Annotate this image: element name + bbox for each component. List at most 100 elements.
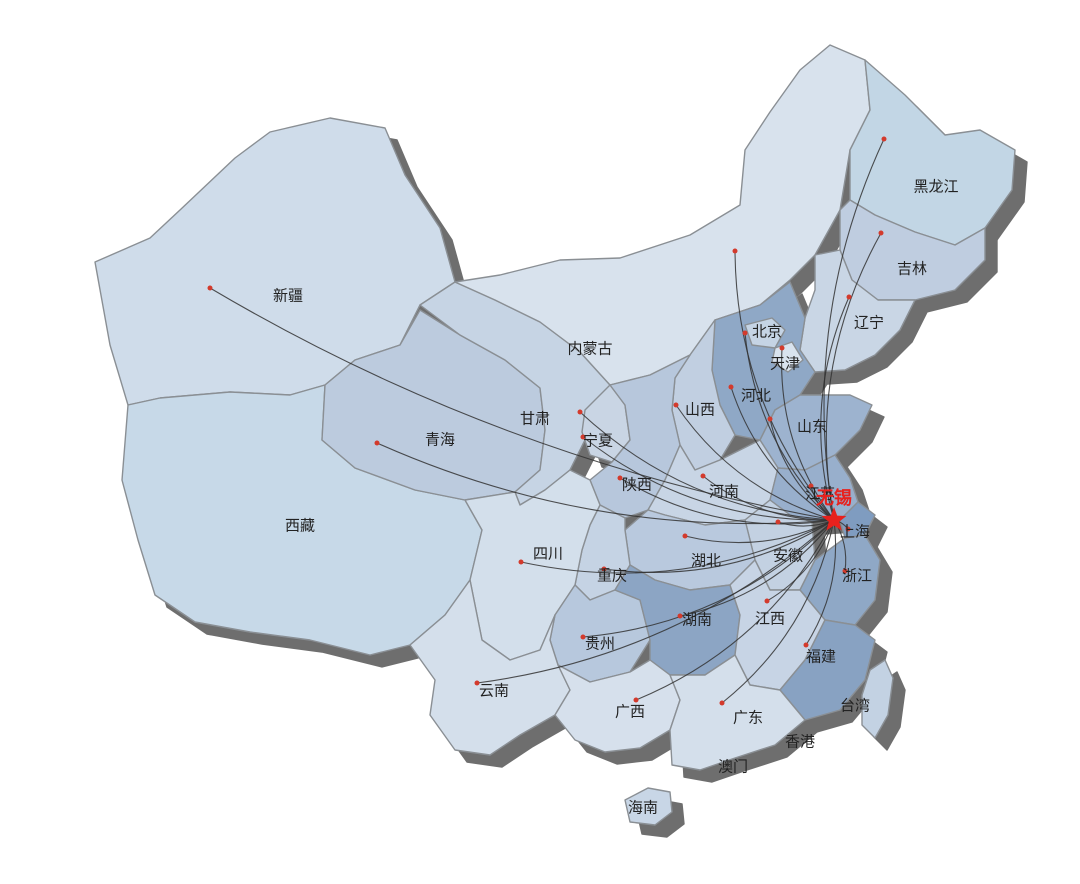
- province-label-xianggang: 香港: [785, 733, 815, 751]
- province-label-beijing: 北京: [752, 323, 782, 341]
- origin-dots: [207, 136, 887, 706]
- origin-dot-yunnan[interactable]: [474, 680, 480, 686]
- origin-dot-qinghai[interactable]: [374, 440, 380, 446]
- route-line-guizhou: [582, 519, 835, 638]
- province-label-aomen: 澳门: [718, 758, 748, 776]
- origin-dot-xinjiang[interactable]: [207, 285, 213, 291]
- origin-dot-hunan[interactable]: [677, 613, 683, 619]
- province-label-gansu: 甘肃: [520, 410, 550, 428]
- route-line-tianjin: [781, 347, 835, 521]
- route-line-liaoning: [820, 296, 850, 521]
- route-line-guangdong: [721, 519, 835, 704]
- province-label-taiwan: 台湾: [840, 697, 870, 715]
- origin-dot-guangxi[interactable]: [633, 697, 639, 703]
- hub-label: 无锡: [816, 487, 852, 509]
- hub-star-icon: [821, 507, 847, 531]
- province-label-guangxi: 广西: [615, 703, 645, 721]
- route-line-hunan: [679, 519, 835, 617]
- origin-dot-hubei[interactable]: [682, 533, 688, 539]
- province-label-jiangsu: 江苏: [805, 485, 835, 503]
- province-hainan[interactable]: [624, 787, 673, 826]
- route-line-yunnan: [476, 519, 835, 684]
- origin-dot-shaanxi[interactable]: [617, 475, 623, 481]
- route-line-jiangxi: [766, 519, 835, 602]
- route-line-henan: [702, 475, 835, 521]
- origin-dot-henan[interactable]: [700, 473, 706, 479]
- province-label-shaanxi: 陕西: [622, 476, 652, 494]
- province-fujian[interactable]: [779, 619, 876, 721]
- origin-dot-ningxia[interactable]: [580, 434, 586, 440]
- origin-dot-guizhou[interactable]: [580, 634, 586, 640]
- province-label-shandong: 山东: [797, 418, 827, 436]
- province-label-shanghai: 上海: [840, 523, 870, 541]
- province-liaoning[interactable]: [799, 249, 916, 373]
- route-line-beijing: [744, 332, 835, 521]
- province-label-zhejiang: 浙江: [842, 567, 872, 585]
- province-label-jilin: 吉林: [897, 260, 927, 278]
- province-label-guizhou: 贵州: [585, 635, 615, 653]
- province-label-guangdong: 广东: [733, 709, 763, 727]
- origin-dot-shanghai[interactable]: [845, 526, 851, 532]
- province-label-jiangxi: 江西: [755, 610, 785, 628]
- origin-dot-jiangxi[interactable]: [764, 598, 770, 604]
- origin-dot-sichuan[interactable]: [518, 559, 524, 565]
- origin-dot-shandong[interactable]: [767, 416, 773, 422]
- origin-dot-zhejiang[interactable]: [842, 568, 848, 574]
- origin-dot-fujian[interactable]: [803, 642, 809, 648]
- origin-dot-guangdong[interactable]: [719, 700, 725, 706]
- province-label-hainan: 海南: [628, 799, 658, 817]
- province-label-shanxi: 山西: [685, 401, 715, 419]
- route-line-neimenggu: [734, 250, 835, 521]
- province-layer: [94, 44, 1016, 826]
- province-label-xizang: 西藏: [285, 517, 315, 535]
- province-label-neimenggu: 内蒙古: [567, 340, 612, 358]
- route-line-hubei: [684, 519, 835, 544]
- origin-dot-jilin[interactable]: [878, 230, 884, 236]
- origin-dot-jiangsu[interactable]: [808, 483, 814, 489]
- route-line-shaanxi: [619, 477, 835, 525]
- route-line-gansu: [579, 411, 835, 521]
- origin-dot-tianjin[interactable]: [779, 345, 785, 351]
- route-line-fujian: [805, 519, 837, 646]
- route-line-shanxi: [675, 404, 835, 521]
- province-label-tianjin: 天津: [770, 355, 800, 373]
- province-label-anhui: 安徽: [773, 547, 803, 565]
- province-label-hebei: 河北: [741, 387, 771, 405]
- province-guangdong[interactable]: [669, 654, 806, 771]
- route-line-ningxia: [582, 436, 835, 521]
- province-label-fujian: 福建: [806, 648, 836, 666]
- route-line-xinjiang: [209, 287, 835, 521]
- origin-dot-hebei[interactable]: [728, 384, 734, 390]
- province-label-ningxia: 宁夏: [583, 432, 613, 450]
- province-label-liaoning: 辽宁: [854, 314, 884, 332]
- origin-dot-shanxi[interactable]: [673, 402, 679, 408]
- province-label-hubei: 湖北: [691, 552, 721, 570]
- province-guizhou[interactable]: [549, 584, 651, 683]
- route-layer: [209, 138, 885, 704]
- route-line-chongqing: [603, 519, 835, 573]
- province-label-hunan: 湖南: [682, 611, 712, 629]
- province-beijing[interactable]: [744, 317, 786, 349]
- route-line-sichuan: [520, 519, 835, 574]
- route-line-guangxi: [635, 519, 835, 701]
- origin-dot-beijing[interactable]: [742, 330, 748, 336]
- province-label-sichuan: 四川: [533, 545, 563, 563]
- province-label-qinghai: 青海: [425, 431, 455, 449]
- province-labels: 新疆西藏青海甘肃内蒙古黑龙江吉林辽宁北京天津河北山西山东宁夏陕西河南江苏上海安徽…: [273, 178, 959, 817]
- origin-dot-anhui[interactable]: [775, 519, 781, 525]
- province-tianjin[interactable]: [771, 341, 804, 373]
- province-label-heilongjiang: 黑龙江: [913, 178, 958, 196]
- province-label-yunnan: 云南: [479, 682, 509, 700]
- route-line-jilin: [825, 232, 882, 521]
- origin-dot-gansu[interactable]: [577, 409, 583, 415]
- origin-dot-chongqing[interactable]: [601, 566, 607, 572]
- hub-marker[interactable]: 无锡: [816, 487, 852, 531]
- origin-dot-liaoning[interactable]: [846, 294, 852, 300]
- province-label-chongqing: 重庆: [597, 567, 627, 585]
- origin-dot-neimenggu[interactable]: [732, 248, 738, 254]
- origin-dot-heilongjiang[interactable]: [881, 136, 887, 142]
- province-label-henan: 河南: [709, 483, 739, 501]
- province-taiwan[interactable]: [861, 659, 894, 739]
